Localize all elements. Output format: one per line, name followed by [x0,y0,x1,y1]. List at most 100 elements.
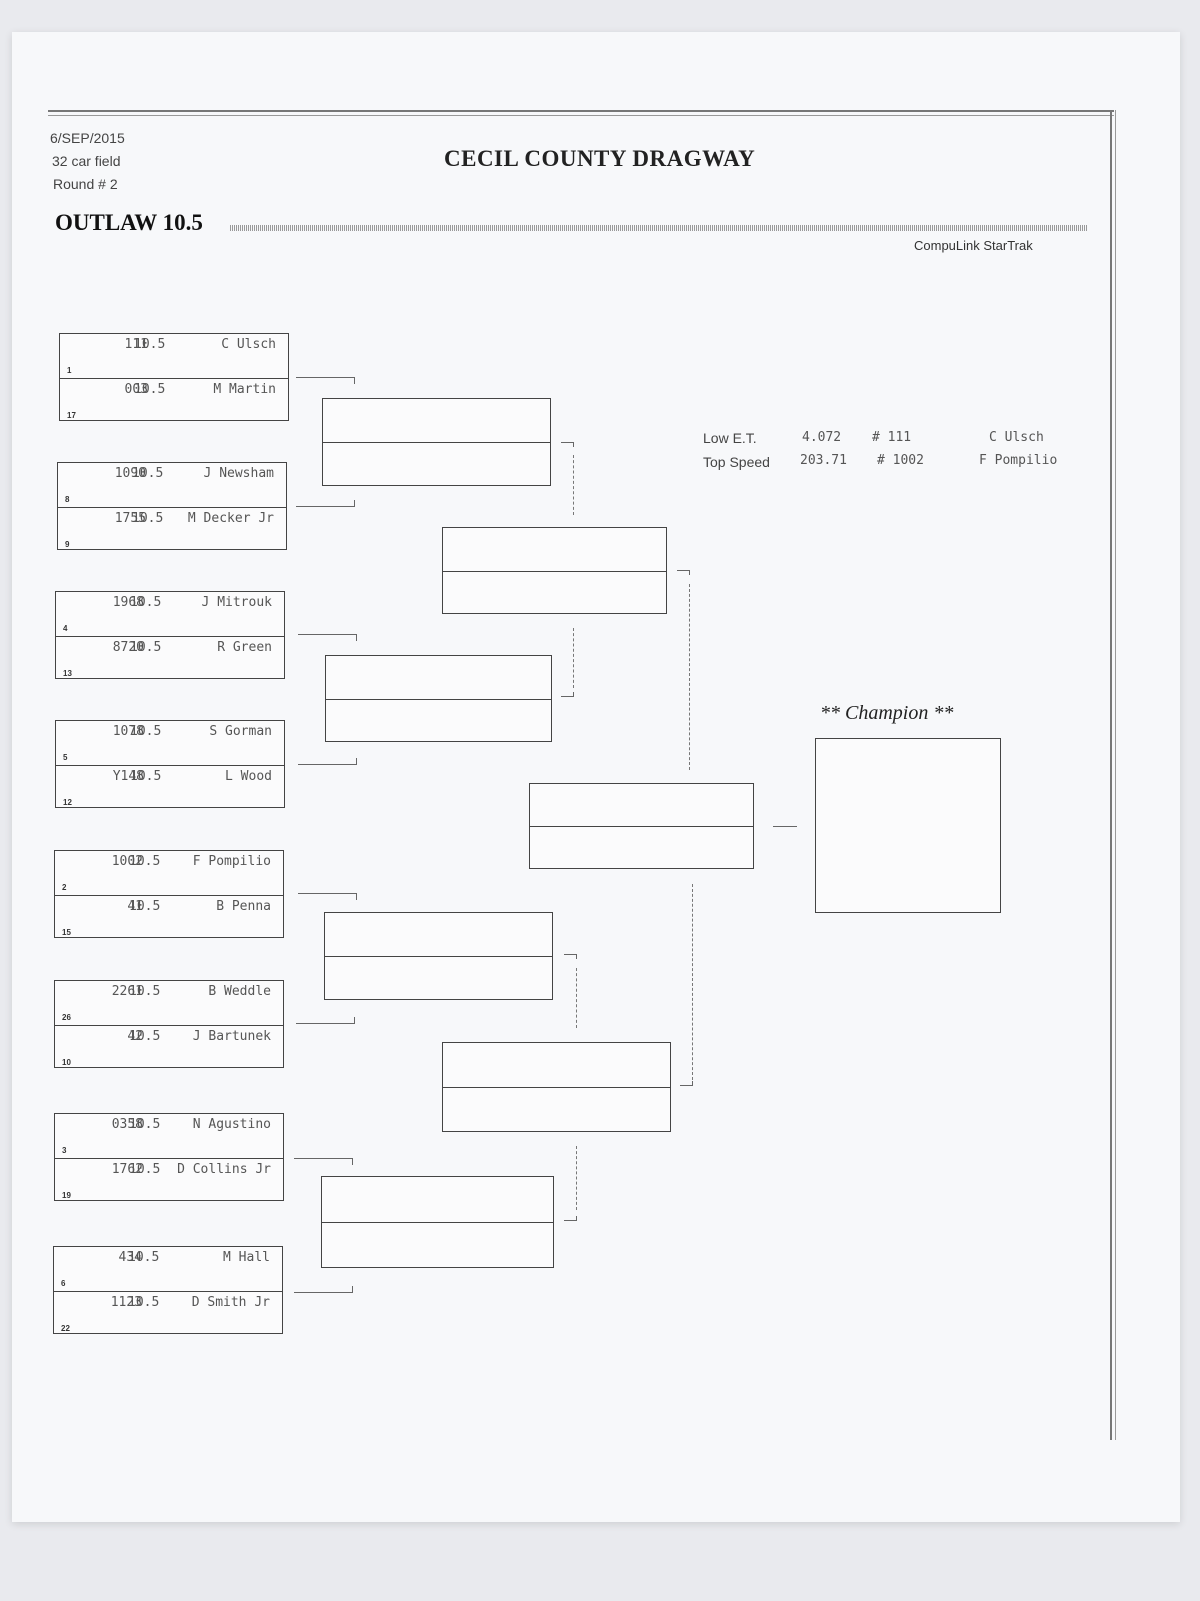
connector [296,377,355,384]
car-number: 111 [124,337,148,352]
seed-number: 19 [62,1191,71,1200]
driver-name: M Decker Jr [187,511,274,526]
class-index: 10.5 [134,337,166,352]
event-date: 6/SEP/2015 [50,130,125,146]
seed-number: 8 [65,495,70,504]
connector [564,1216,577,1221]
driver-name: B Penna [216,899,271,914]
car-number: 2261 [111,984,143,999]
car-number: 1078 [112,724,144,739]
driver-name: D Collins Jr [177,1162,271,1177]
class-index: 10.5 [130,640,162,655]
top-speed-car: # 1002 [877,453,924,468]
round2-slot-4 [321,1176,554,1268]
class-index: 10.5 [129,984,161,999]
driver-name: J Bartunek [192,1029,271,1044]
low-et-car: # 111 [872,430,912,445]
round2-slot-2 [325,655,552,742]
seed-number: 15 [62,928,71,937]
seed-number: 12 [63,798,72,807]
driver-name: M Martin [213,382,276,397]
driver-name: J Mitrouk [201,595,272,610]
car-number: 8720 [112,640,144,655]
seed-number: 10 [62,1058,71,1067]
top-speed-driver: F Pompilio [979,453,1058,468]
track-title: CECIL COUNTY DRAGWAY [444,146,756,171]
class-index: 10.5 [130,595,162,610]
connector-dashed [573,455,574,515]
seed-number: 1 [67,366,72,375]
class-index: 10.5 [129,854,161,869]
car-number: 41 [127,899,143,914]
connector-dashed [689,584,690,770]
car-number: 003 [124,382,148,397]
round-number: Round # 2 [53,176,118,192]
class-index: 10.5 [129,1162,161,1177]
class-index: 10.5 [132,511,164,526]
top-speed-value: 203.71 [800,453,847,468]
connector [298,758,357,765]
seed-number: 4 [63,624,68,633]
final-slot [529,783,754,869]
class-index: 10.5 [128,1295,160,1310]
car-number: 1755 [114,511,146,526]
driver-name: M Hall [223,1250,270,1265]
connector [680,1081,693,1086]
seed-number: 9 [65,540,70,549]
seed-number: 17 [67,411,76,420]
connector [561,442,574,447]
driver-name: N Agustino [192,1117,271,1132]
final-to-champion-connector [773,826,797,827]
connector [294,1286,353,1293]
connector [298,634,357,641]
top-speed-label: Top Speed [703,454,770,470]
low-et-label: Low E.T. [703,430,757,446]
semifinal-slot-2 [442,1042,671,1132]
semifinal-slot-1 [442,527,667,614]
driver-name: B Weddle [208,984,271,999]
connector [561,692,574,697]
connector-dashed [573,628,574,688]
class-index: 10.5 [134,382,166,397]
connector [298,893,357,900]
car-number: 434 [118,1250,142,1265]
connector [564,954,577,959]
driver-name: J Newsham [203,466,274,481]
class-title: OUTLAW 10.5 [55,210,203,235]
driver-name: C Ulsch [221,337,276,352]
seed-number: 26 [62,1013,71,1022]
class-index: 10.5 [130,724,162,739]
car-number: 1762 [111,1162,143,1177]
driver-name: D Smith Jr [191,1295,270,1310]
seed-number: 22 [61,1324,70,1333]
field-size: 32 car field [52,153,121,169]
seed-number: 6 [61,1279,66,1288]
class-index: 10.5 [130,769,162,784]
driver-name: L Wood [225,769,272,784]
car-number: Y148 [112,769,144,784]
right-border-rule [1110,110,1116,1440]
connector [296,1017,355,1024]
car-number: 0358 [111,1117,143,1132]
low-et-driver: C Ulsch [989,430,1044,445]
connector [296,500,355,507]
